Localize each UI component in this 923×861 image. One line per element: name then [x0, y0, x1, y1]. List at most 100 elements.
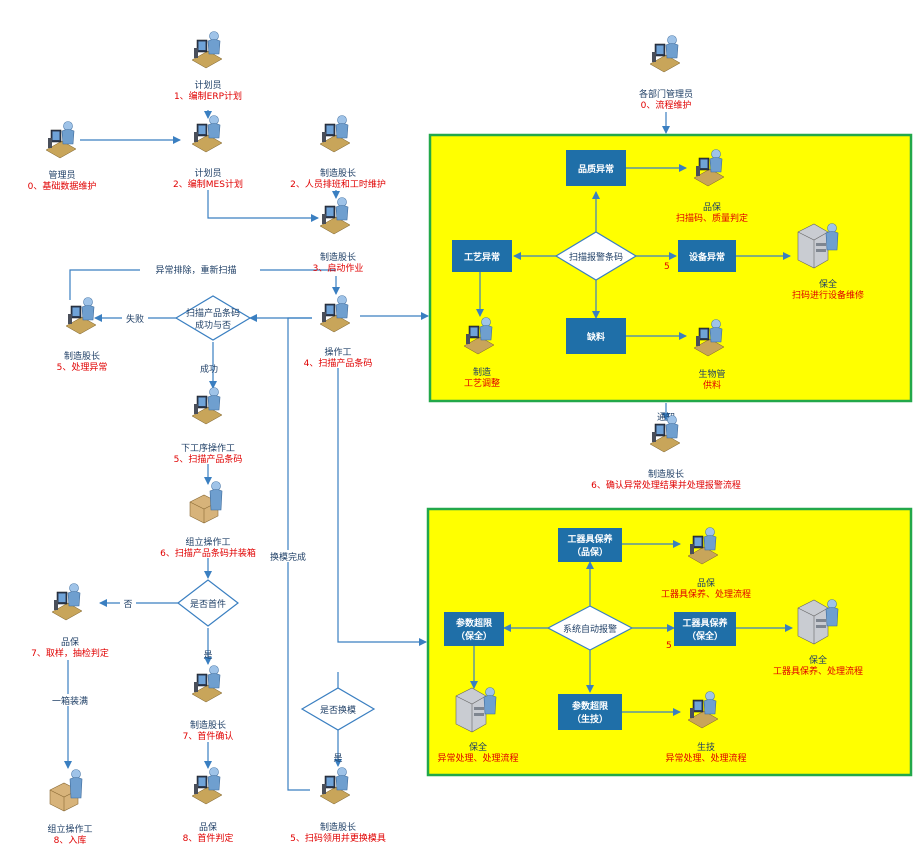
person-admin: 管理员 0、基础数据维护: [28, 121, 97, 192]
svg-text:5、扫码领用并更换模具: 5、扫码领用并更换模具: [290, 832, 386, 844]
svg-text:1、编制ERP计划: 1、编制ERP计划: [174, 90, 242, 102]
decision-auto-alarm: 系统自动报警: [546, 605, 634, 651]
svg-text:参数超限: 参数超限: [572, 700, 609, 712]
svg-text:4、扫描产品条码: 4、扫描产品条码: [304, 357, 373, 369]
person-assembler-pack: 组立操作工 6、扫描产品条码并装箱: [160, 481, 256, 559]
person-panel1-qa: 品保 扫描码、质量判定: [676, 149, 748, 224]
person-panel1-logistics: 生物管 供料: [693, 319, 726, 391]
person-panel1-maint: 保全 扫码进行设备维修: [792, 223, 864, 301]
svg-text:3、启动作业: 3、启动作业: [313, 262, 364, 274]
equipment-issue-box: 设备异常: [678, 240, 736, 272]
person-qa-sampling: 品保 7、取样，抽检判定: [31, 583, 109, 659]
svg-text:异常处理、处理流程: 异常处理、处理流程: [437, 752, 518, 764]
alarm-panel-auto: [426, 507, 913, 777]
svg-text:生技: 生技: [697, 741, 715, 753]
person-panel2-maint-param: 保全 异常处理、处理流程: [437, 687, 519, 764]
svg-text:组立操作工: 组立操作工: [185, 536, 230, 548]
person-dept-admin: 各部门管理员 0、流程维护: [639, 35, 693, 111]
workstation-icon: [191, 665, 223, 703]
yes-label-mold: 是: [333, 753, 342, 764]
workstation-icon: [191, 115, 223, 153]
svg-text:工器具保养: 工器具保养: [567, 533, 612, 545]
svg-text:保全: 保全: [809, 654, 827, 666]
workstation-icon: [191, 387, 223, 425]
workstation-icon: [319, 115, 351, 153]
svg-text:扫描码、质量判定: 扫描码、质量判定: [676, 212, 748, 224]
svg-text:成功与否: 成功与否: [195, 319, 231, 331]
svg-text:系统自动报警: 系统自动报警: [563, 623, 617, 635]
svg-text:品保: 品保: [199, 821, 217, 833]
workstation-icon: [319, 767, 351, 805]
svg-text:扫描报警条码: 扫描报警条码: [569, 251, 623, 263]
person-planner-erp: 计划员 1、编制ERP计划: [174, 31, 242, 102]
svg-text:0、流程维护: 0、流程维护: [641, 99, 692, 111]
svg-text:缺料: 缺料: [586, 331, 605, 343]
svg-text:异常处理、处理流程: 异常处理、处理流程: [665, 752, 746, 764]
person-mfg-lead-first-piece: 制造股长 7、首件确认: [183, 665, 233, 742]
yes-label-first-piece: 是: [203, 650, 212, 661]
person-assembler-warehouse: 组立操作工 8、入库: [47, 769, 93, 846]
svg-text:组立操作工: 组立操作工: [47, 823, 92, 835]
svg-text:5、处理异常: 5、处理异常: [57, 361, 108, 373]
person-qa-first-piece: 品保 8、首件判定: [183, 767, 234, 844]
no-label: 否: [123, 599, 132, 610]
workstation-icon: [319, 197, 351, 235]
svg-text:5、扫描产品条码: 5、扫描产品条码: [174, 453, 243, 465]
svg-text:制造股长: 制造股长: [190, 719, 226, 731]
svg-text:保全: 保全: [819, 278, 837, 290]
svg-text:工器具保养: 工器具保养: [682, 617, 727, 629]
person-mfg-lead-mold: 制造股长 5、扫码领用并更换模具: [290, 767, 386, 844]
svg-text:制造股长: 制造股长: [64, 350, 100, 362]
person-mfg-lead-shift: 制造股长 2、人员排班和工时维护: [290, 115, 386, 190]
svg-text:计划员: 计划员: [194, 79, 221, 91]
svg-text:是否首件: 是否首件: [190, 598, 226, 610]
retry-label: 异常排除，重新扫描: [155, 264, 236, 276]
svg-text:各部门管理员: 各部门管理员: [639, 88, 693, 100]
fail-label: 失败: [126, 313, 144, 325]
svg-text:工艺异常: 工艺异常: [464, 251, 500, 263]
svg-text:生物管: 生物管: [698, 368, 725, 380]
svg-text:（保全）: （保全）: [456, 630, 492, 642]
svg-text:供料: 供料: [703, 379, 721, 391]
person-operator: 操作工 4、扫描产品条码: [304, 295, 373, 369]
svg-text:参数超限: 参数超限: [456, 617, 493, 629]
svg-text:操作工: 操作工: [324, 346, 351, 358]
decision-first-piece: 是否首件: [177, 579, 239, 627]
svg-text:品保: 品保: [697, 577, 715, 589]
svg-text:0、基础数据维护: 0、基础数据维护: [28, 180, 97, 192]
person-panel2-qa: 品保 工器具保养、处理流程: [661, 527, 751, 600]
panel2-number: 5: [666, 641, 672, 651]
workstation-icon: [51, 583, 83, 621]
workstation-icon: [191, 767, 223, 805]
svg-text:品质异常: 品质异常: [578, 163, 614, 175]
process-issue-box: 工艺异常: [452, 240, 512, 272]
svg-text:管理员: 管理员: [48, 169, 75, 181]
param-limit-tech-box: 参数超限 （生技）: [558, 694, 622, 730]
svg-text:8、入库: 8、入库: [54, 834, 87, 846]
workstation-icon: [319, 295, 351, 333]
person-planner-mes: 计划员 2、编制MES计划: [173, 115, 243, 190]
workstation-icon: [65, 297, 97, 335]
box-full-label: 一箱装满: [52, 695, 88, 707]
svg-text:是否换模: 是否换模: [320, 704, 356, 716]
mold-done-label: 换模完成: [270, 551, 306, 563]
svg-text:制造股长: 制造股长: [320, 251, 356, 263]
svg-text:8、首件判定: 8、首件判定: [183, 832, 234, 844]
tool-maint-box: 工器具保养 （保全）: [674, 612, 736, 646]
person-mfg-lead-exception: 制造股长 5、处理异常: [57, 297, 108, 373]
svg-text:保全: 保全: [469, 741, 487, 753]
workstation-icon: [191, 31, 223, 69]
person-panel2-tech: 生技 异常处理、处理流程: [665, 691, 747, 764]
person-panel2-maint-tool: 保全 工器具保养、处理流程: [773, 599, 863, 677]
person-next-operator: 下工序操作工 5、扫描产品条码: [174, 387, 243, 465]
svg-text:扫描产品条码: 扫描产品条码: [186, 307, 240, 319]
decision-change-mold: 是否换模: [300, 687, 376, 731]
svg-text:工器具保养、处理流程: 工器具保养、处理流程: [661, 588, 751, 600]
svg-text:制造: 制造: [473, 366, 491, 378]
workstation-icon: [45, 121, 77, 159]
svg-text:6、确认异常处理结果并处理报警流程: 6、确认异常处理结果并处理报警流程: [591, 479, 741, 491]
panel1-number: 5: [664, 262, 670, 272]
person-mfg-lead-start: 制造股长 3、启动作业: [313, 197, 364, 274]
svg-text:制造股长: 制造股长: [648, 468, 684, 480]
